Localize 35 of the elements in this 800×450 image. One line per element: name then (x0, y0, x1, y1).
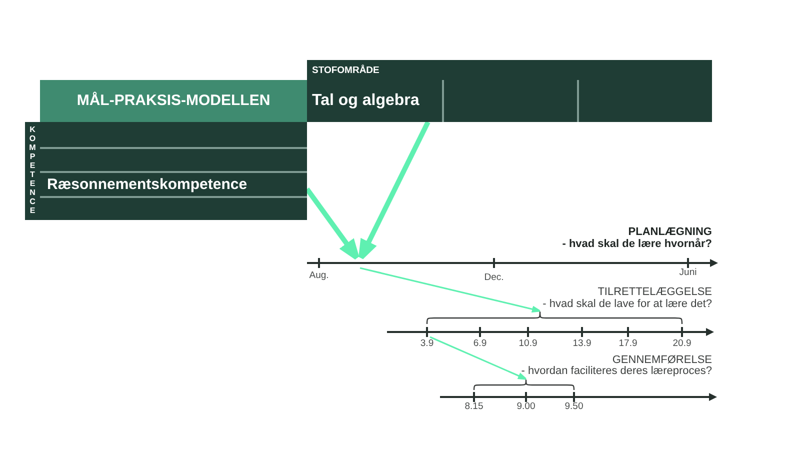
timeline-question: - hvad skal de lære hvornår? (562, 238, 712, 250)
table-column: Tal og algebra (307, 80, 442, 122)
tick-label: 13.9 (572, 338, 592, 350)
table-row (40, 122, 307, 147)
curly-brace (426, 311, 683, 325)
table-column (442, 80, 577, 122)
table-row: Ræsonnementskompetence (40, 171, 307, 196)
timeline-axis (307, 258, 718, 268)
table-row (40, 196, 307, 220)
tick-label: 6.9 (473, 338, 487, 350)
timeline-heading: GENNEMFØRELSE (612, 354, 712, 366)
tick-label: Aug. (309, 270, 329, 282)
table-row (40, 147, 307, 171)
timeline-question: - hvordan faciliteres deres læreproces? (521, 364, 712, 378)
tick-label: 10.9 (518, 338, 538, 350)
subject-panel (307, 60, 712, 122)
tick-label: 3.9 (420, 338, 434, 350)
tick-label: Juni (679, 268, 697, 278)
timeline-axis (387, 327, 714, 337)
table-column (577, 80, 712, 122)
timeline-heading: TILRETTELÆGGELSE (598, 286, 712, 298)
tick-label: 9.50 (564, 402, 584, 412)
timeline-heading: PLANLÆGNING (628, 226, 712, 238)
curly-brace (473, 379, 575, 391)
tick-label: 9.00 (516, 402, 536, 412)
tick-label: 20.9 (672, 338, 692, 350)
tick-label: 17.9 (618, 338, 638, 350)
tick-label: 8.15 (464, 402, 484, 412)
tick-label: Dec. (484, 272, 504, 284)
timeline-axis (440, 392, 717, 402)
panel-heading: KOMPETENCE (28, 125, 37, 215)
title-banner: MÅL-PRAKSIS-MODELLEN (40, 80, 307, 122)
panel-heading: STOFOMRÅDE (312, 65, 380, 76)
timeline-question: - hvad skal de lave for at lære det? (542, 298, 712, 310)
competence-panel (25, 122, 307, 220)
